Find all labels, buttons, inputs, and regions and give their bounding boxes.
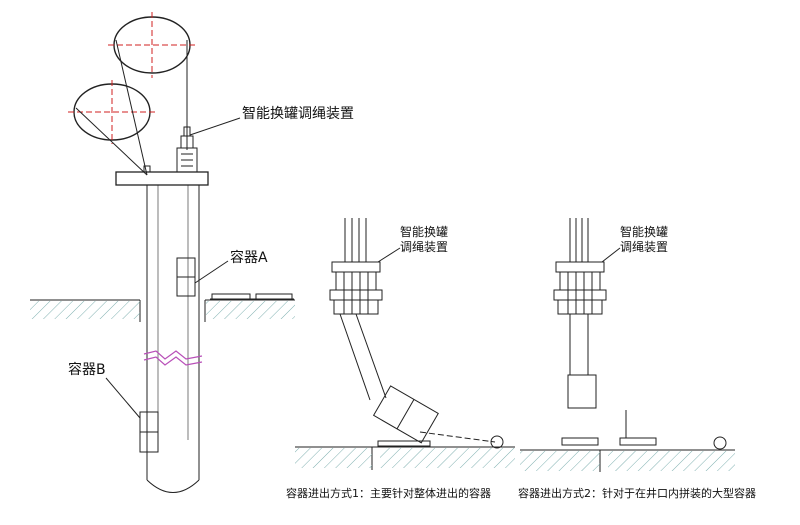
mode1-tilted-container	[372, 385, 439, 444]
container-b	[139, 411, 159, 453]
label-device-mode1-line2: 调绳装置	[400, 240, 449, 254]
rope	[115, 39, 148, 176]
mode2-device	[553, 261, 607, 315]
headframe-platform	[115, 171, 209, 186]
ground-hatch	[30, 301, 140, 319]
winch	[713, 436, 727, 450]
mode1-device	[329, 261, 383, 315]
label-device-mode2-line1: 智能换罐	[620, 225, 669, 239]
label-device-main: 智能换罐调绳装置	[242, 106, 354, 122]
overall-shaft-view	[30, 12, 295, 493]
container-a	[176, 257, 196, 297]
label-device-mode1-line1: 智能换罐	[400, 225, 449, 239]
ground-hatch	[608, 451, 735, 471]
ground-hatch	[380, 448, 515, 468]
caption-mode1: 容器进出方式1：主要针对整体进出的容器	[286, 487, 491, 500]
label-container-a: 容器A	[230, 250, 268, 266]
ground-hatch	[206, 301, 295, 319]
shaft-break-mark	[143, 350, 203, 366]
mode2-container	[567, 374, 597, 409]
ground-hatch	[295, 448, 372, 468]
ground-hatch	[520, 451, 600, 471]
caption-mode2: 容器进出方式2：针对于在井口内拼装的大型容器	[518, 487, 756, 500]
label-container-b: 容器B	[68, 362, 106, 378]
mode2-view	[520, 218, 735, 472]
label-device-mode2-line2: 调绳装置	[620, 240, 669, 254]
mode1-view	[295, 218, 515, 470]
